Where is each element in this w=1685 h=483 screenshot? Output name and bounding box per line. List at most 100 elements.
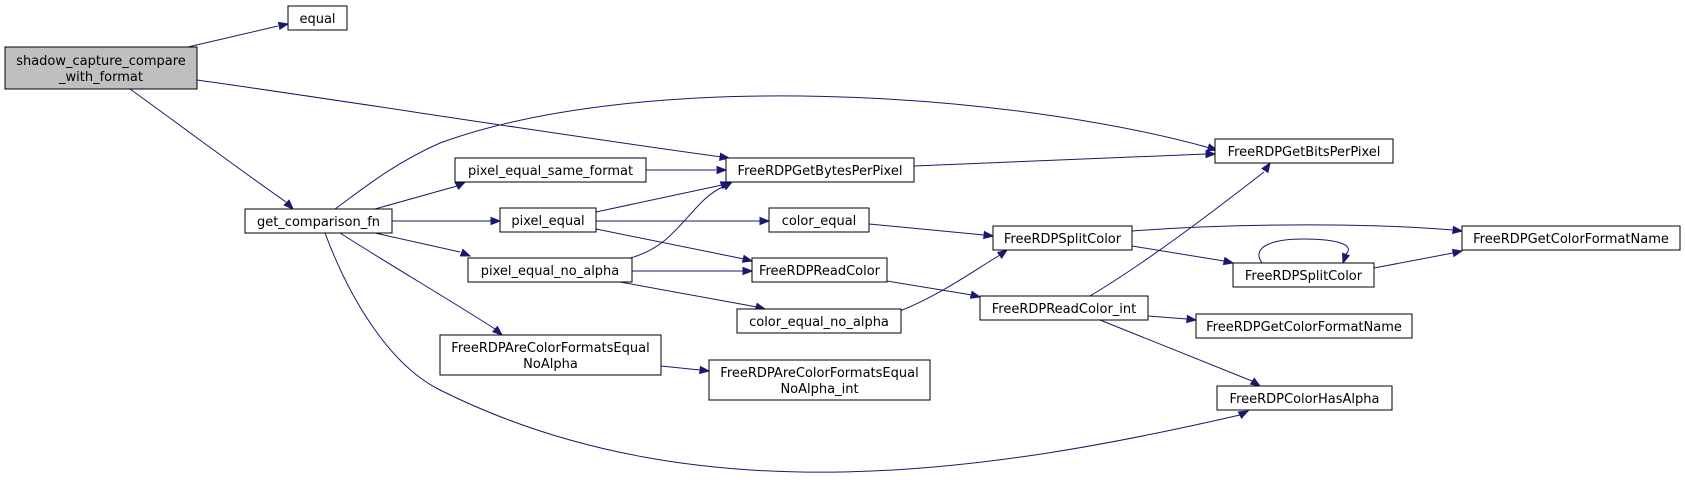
node-get-bytes[interactable]: FreeRDPGetBytesPerPixel	[725, 157, 915, 183]
node-box	[768, 207, 870, 233]
node-box	[499, 207, 597, 233]
arrowhead-icon	[969, 290, 982, 299]
edge-color-equal-to-split-color	[868, 223, 995, 240]
node-get-format-name-mid[interactable]: FreeRDPGetColorFormatName	[1195, 313, 1413, 339]
node-equal[interactable]: equal	[287, 5, 348, 31]
edge-line	[129, 88, 287, 203]
node-color-equal[interactable]: color_equal	[768, 207, 870, 233]
edge-get-comparison-fn-to-pixel-equal-no-alpha	[374, 232, 472, 257]
node-split-color2[interactable]: FreeRDPSplitColor	[1232, 262, 1375, 288]
node-label: FreeRDPColorHasAlpha	[1230, 392, 1380, 407]
node-label: _with_format	[58, 70, 143, 85]
node-get-format-name-right[interactable]: FreeRDPGetColorFormatName	[1461, 225, 1681, 251]
edge-line	[913, 153, 1207, 167]
node-get-comparison-fn[interactable]: get_comparison_fn	[244, 208, 393, 234]
arrowhead-icon	[1186, 314, 1198, 324]
node-label: pixel_equal_no_alpha	[481, 264, 620, 279]
node-pixel-equal-same-format[interactable]: pixel_equal_same_format	[454, 157, 647, 183]
edge-get-comparison-fn-to-are-formats-equal	[339, 232, 504, 336]
edge-line	[1131, 245, 1225, 262]
edge-line	[324, 232, 1241, 473]
arrowhead-icon	[983, 230, 995, 240]
edge-get-comparison-fn-to-pixel-equal	[392, 216, 502, 226]
node-get-bits[interactable]: FreeRDPGetBitsPerPixel	[1214, 138, 1394, 164]
node-color-equal-no-alpha[interactable]: color_equal_no_alpha	[736, 308, 902, 334]
node-box	[992, 225, 1133, 251]
node-label: FreeRDPAreColorFormatsEqual	[451, 341, 649, 356]
node-box	[1216, 385, 1393, 411]
edge-pixel-equal-to-read-color	[595, 228, 754, 263]
node-box	[979, 295, 1149, 321]
edge-are-formats-equal-to-are-formats-equal-int	[660, 365, 711, 375]
node-box	[736, 308, 902, 334]
node-label: FreeRDPSplitColor	[1245, 269, 1363, 284]
edge-read-color-int-to-has-alpha	[1099, 319, 1262, 387]
node-label: FreeRDPGetBitsPerPixel	[1228, 145, 1381, 160]
edge-line	[374, 185, 458, 210]
arrowhead-icon	[741, 254, 754, 263]
node-pixel-equal-no-alpha[interactable]: pixel_equal_no_alpha	[467, 257, 633, 283]
node-has-alpha[interactable]: FreeRDPColorHasAlpha	[1216, 385, 1393, 411]
node-label: equal	[299, 12, 335, 27]
edge-shadow-capture-to-equal	[187, 21, 290, 48]
arrowhead-icon	[996, 249, 1009, 259]
node-box	[751, 257, 888, 283]
node-label: FreeRDPGetColorFormatName	[1473, 232, 1669, 247]
node-split-color[interactable]: FreeRDPSplitColor	[992, 225, 1133, 251]
edge-get-comparison-fn-to-pixel-equal-same-format	[374, 181, 467, 210]
arrowhead-icon	[1222, 256, 1235, 266]
node-read-color[interactable]: FreeRDPReadColor	[751, 257, 888, 283]
node-label: FreeRDPGetColorFormatName	[1206, 320, 1402, 335]
node-shadow-capture[interactable]: shadow_capture_compare_with_format	[4, 46, 198, 90]
node-label: pixel_equal_same_format	[468, 164, 633, 179]
arrowhead-icon	[742, 266, 754, 276]
node-label: get_comparison_fn	[257, 215, 380, 230]
edge-line	[1099, 319, 1253, 382]
edge-pixel-equal-no-alpha-to-read-color	[632, 266, 754, 276]
edge-get-comparison-fn-to-has-alpha	[324, 232, 1250, 473]
node-read-color-int[interactable]: FreeRDPReadColor_int	[979, 295, 1149, 321]
edge-line	[595, 228, 745, 260]
node-box	[1214, 138, 1394, 164]
edge-line	[1147, 315, 1188, 320]
edge-line	[1373, 252, 1454, 269]
node-label: NoAlpha	[523, 357, 578, 372]
node-label: FreeRDPReadColor	[759, 264, 881, 279]
edge-line	[629, 185, 726, 259]
node-box	[4, 46, 198, 90]
edge-read-color-int-to-get-format-name-mid	[1147, 314, 1198, 324]
node-box	[1461, 225, 1681, 251]
arrowhead-icon	[1452, 225, 1464, 235]
edge-color-equal-no-alpha-to-split-color	[899, 249, 1009, 312]
node-label: FreeRDPAreColorFormatsEqual	[720, 366, 918, 381]
edge-split-color-to-split-color2	[1131, 245, 1235, 266]
node-box	[454, 157, 647, 183]
edge-get-comparison-fn-to-get-bits	[334, 95, 1219, 210]
edge-line	[899, 254, 1001, 312]
node-box	[244, 208, 393, 234]
edge-pixel-equal-same-format-to-get-bytes	[646, 165, 728, 175]
edge-line	[886, 280, 973, 296]
edge-line	[196, 79, 723, 158]
edges-layer	[129, 21, 1464, 473]
edge-pixel-equal-no-alpha-to-color-equal-no-alpha	[619, 281, 767, 311]
edge-line	[1258, 238, 1349, 264]
arrowhead-icon	[759, 216, 771, 226]
node-label: color_equal	[782, 214, 857, 229]
arrowhead-icon	[459, 248, 472, 257]
arrowhead-icon	[1341, 252, 1351, 265]
arrowhead-icon	[454, 181, 467, 191]
node-label: color_equal_no_alpha	[749, 315, 889, 330]
arrowhead-icon	[277, 21, 290, 31]
edge-line	[334, 95, 1211, 210]
arrowhead-icon	[721, 181, 734, 191]
node-pixel-equal[interactable]: pixel_equal	[499, 207, 597, 233]
edge-line	[187, 25, 279, 48]
edge-pixel-equal-to-color-equal	[596, 216, 771, 226]
edge-line	[595, 184, 723, 213]
node-box	[1195, 313, 1413, 339]
edge-split-color-to-get-format-name-right	[1131, 224, 1464, 235]
